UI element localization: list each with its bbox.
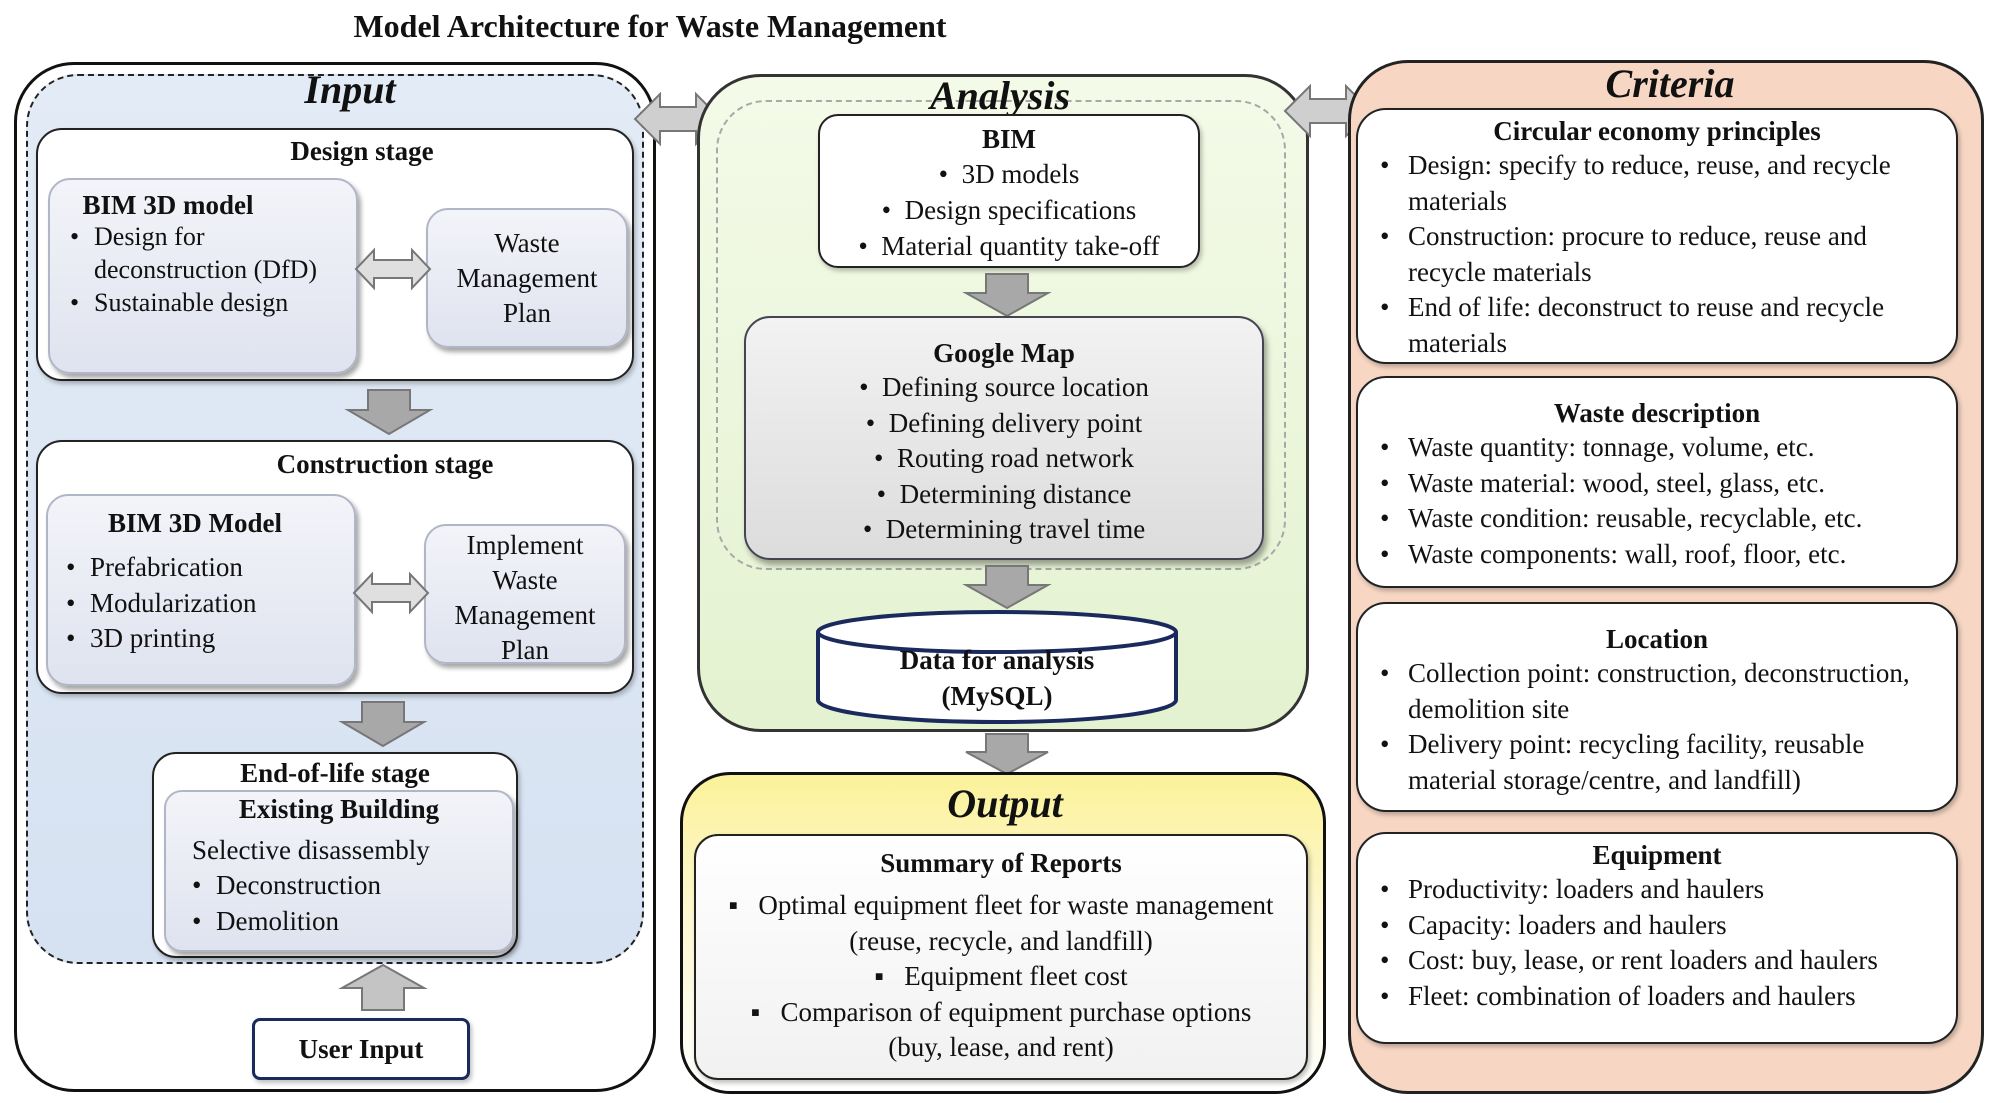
list-item: Modularization (64, 586, 354, 622)
selective-disassembly-label: Selective disassembly (192, 835, 430, 865)
summary-reports-box: Summary of Reports Optimal equipment fle… (694, 834, 1308, 1080)
up-arrow-icon (338, 963, 428, 1011)
list-item: Equipment fleet cost (726, 959, 1276, 995)
equipment-title: Equipment (1592, 840, 1722, 870)
list-item: Routing road network (746, 441, 1262, 477)
existing-building-title: Existing Building (238, 794, 440, 824)
database-line1: Data for analysis (899, 645, 1095, 675)
output-title: Output (947, 781, 1063, 826)
user-input-label: User Input (298, 1034, 424, 1064)
list-item: Prefabrication (64, 550, 354, 586)
google-map-box: Google Map Defining source location Defi… (744, 316, 1264, 560)
circular-economy-box: Circular economy principles Design: spec… (1356, 108, 1958, 364)
criteria-title: Criteria (1605, 61, 1735, 106)
user-input-box: User Input (252, 1018, 470, 1080)
implement-waste-plan-box: Implement Waste Management Plan (424, 524, 626, 665)
list-item: Design: specify to reduce, reuse, and re… (1378, 148, 1942, 219)
list-item: Design specifications (820, 192, 1198, 228)
list-item: Sustainable design (68, 286, 348, 319)
end-of-life-stage-label: End-of-life stage (240, 758, 430, 788)
database-line2: (MySQL) (941, 681, 1053, 711)
list-item: Capacity: loaders and haulers (1378, 908, 1956, 944)
list-item: 3D models (820, 156, 1198, 192)
design-bim-list: Design for deconstruction (DfD) Sustaina… (68, 220, 348, 319)
construction-bim-title: BIM 3D Model (108, 508, 282, 538)
list-item: Waste condition: reusable, recyclable, e… (1378, 501, 1956, 537)
construction-bim-box: BIM 3D Model Prefabrication Modularizati… (46, 494, 356, 686)
design-bim-title: BIM 3D model (82, 190, 254, 220)
list-item: Construction: procure to reduce, reuse a… (1378, 219, 1942, 290)
waste-description-list: Waste quantity: tonnage, volume, etc. Wa… (1378, 430, 1956, 572)
construction-stage-label: Construction stage (276, 449, 494, 479)
list-item: Productivity: loaders and haulers (1378, 872, 1956, 908)
analysis-title: Analysis (929, 73, 1071, 118)
list-item: 3D printing (64, 621, 354, 657)
list-item: Waste material: wood, steel, glass, etc. (1378, 466, 1956, 502)
design-bim-box: BIM 3D model Design for deconstruction (… (48, 178, 358, 374)
list-item: Optimal equipment fleet for waste manage… (726, 888, 1276, 959)
analysis-bim-list: 3D models Design specifications Material… (820, 156, 1198, 264)
location-box: Location Collection point: construction,… (1356, 602, 1958, 812)
list-item: End of life: deconstruct to reuse and re… (1378, 290, 1942, 361)
database-label: Data for analysis (MySQL) (814, 642, 1180, 714)
circular-economy-list: Design: specify to reduce, reuse, and re… (1378, 148, 1942, 361)
circular-economy-title: Circular economy principles (1493, 116, 1821, 146)
list-item: Delivery point: recycling facility, reus… (1378, 727, 1936, 798)
implement-waste-plan-label: Implement Waste Management Plan (454, 530, 596, 665)
list-item: Demolition (190, 904, 512, 940)
database-cylinder-icon (816, 610, 1178, 724)
down-arrow-icon (965, 733, 1049, 776)
list-item: Waste quantity: tonnage, volume, etc. (1378, 430, 1956, 466)
input-title: Input (304, 67, 396, 112)
bidirectional-arrow-icon (352, 571, 430, 615)
list-item: Material quantity take-off (820, 228, 1198, 264)
waste-management-plan-box: Waste Management Plan (426, 208, 628, 348)
list-item: Determining travel time (746, 512, 1262, 548)
analysis-bim-box: BIM 3D models Design specifications Mate… (818, 114, 1200, 268)
location-title: Location (1605, 624, 1708, 654)
google-map-title: Google Map (933, 338, 1075, 368)
bidirectional-arrow-icon (354, 247, 432, 291)
waste-description-box: Waste description Waste quantity: tonnag… (1356, 376, 1958, 588)
down-arrow-icon (962, 273, 1052, 318)
summary-reports-list: Optimal equipment fleet for waste manage… (696, 888, 1306, 1066)
list-item: Waste components: wall, roof, floor, etc… (1378, 537, 1956, 573)
list-item: Fleet: combination of loaders and hauler… (1378, 979, 1956, 1015)
equipment-list: Productivity: loaders and haulers Capaci… (1378, 872, 1956, 1014)
equipment-box: Equipment Productivity: loaders and haul… (1356, 832, 1958, 1044)
analysis-bim-title: BIM (982, 124, 1036, 154)
list-item: Deconstruction (190, 868, 512, 904)
existing-building-list: Deconstruction Demolition (190, 868, 512, 939)
list-item: Comparison of equipment purchase options… (726, 995, 1276, 1066)
design-stage-label: Design stage (290, 136, 434, 166)
existing-building-box: Existing Building Selective disassembly … (164, 790, 514, 952)
summary-reports-title: Summary of Reports (880, 848, 1122, 878)
list-item: Defining source location (746, 370, 1262, 406)
down-arrow-icon (962, 565, 1052, 610)
list-item: Collection point: construction, deconstr… (1378, 656, 1936, 727)
location-list: Collection point: construction, deconstr… (1378, 656, 1936, 798)
diagram-title: Model Architecture for Waste Management (353, 8, 947, 44)
waste-description-title: Waste description (1553, 398, 1761, 428)
list-item: Cost: buy, lease, or rent loaders and ha… (1378, 943, 1956, 979)
construction-bim-list: Prefabrication Modularization 3D printin… (64, 550, 354, 657)
list-item: Defining delivery point (746, 406, 1262, 442)
list-item: Design for deconstruction (DfD) (68, 220, 348, 286)
down-arrow-icon (344, 389, 434, 436)
down-arrow-icon (338, 701, 428, 748)
google-map-list: Defining source location Defining delive… (746, 370, 1262, 548)
waste-management-plan-label: Waste Management Plan (456, 228, 598, 328)
list-item: Determining distance (746, 477, 1262, 513)
